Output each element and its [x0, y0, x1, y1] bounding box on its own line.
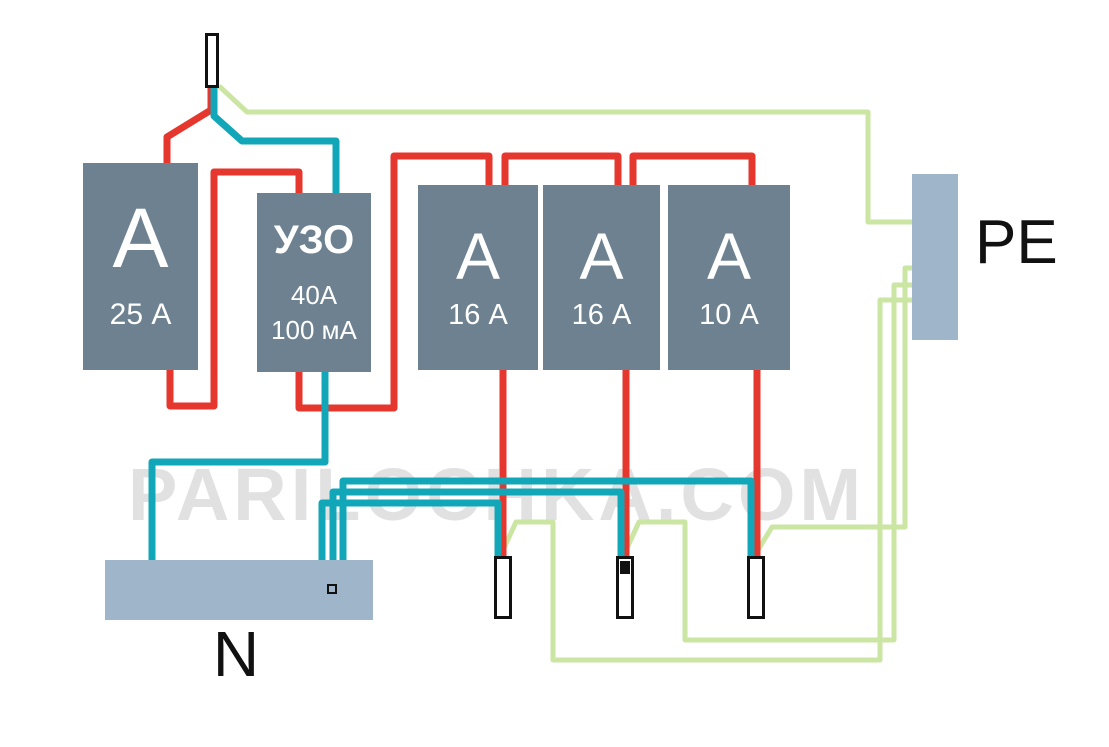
main-breaker-rating: 25 А	[109, 297, 172, 331]
rcd-title: УЗО	[273, 217, 355, 262]
pe-bus-label: PE	[975, 208, 1058, 277]
rcd-rating: 40А	[290, 279, 338, 310]
phase-jumper-breaker1-breaker2	[501, 152, 622, 187]
group-breaker-3-label: А	[706, 219, 752, 293]
load-terminal-3	[747, 556, 765, 619]
neutral-wire-supply-to-rcd	[210, 88, 340, 194]
pe-bus-bar	[912, 174, 958, 340]
neutral-wire-nbus-to-load1	[318, 499, 502, 560]
group-breaker-2: А 16 А	[543, 185, 660, 370]
neutral-wire-nbus-to-load2	[329, 488, 625, 560]
load-terminal-1	[494, 556, 512, 619]
phase-wire-rcd-to-breaker1	[295, 152, 493, 412]
neutral-wire-rcd-to-nbus	[148, 371, 329, 560]
neutral-bus-label: N	[212, 618, 260, 690]
earth-wire-load1-to-pe	[501, 297, 912, 663]
group-breaker-1: А 16 А	[418, 185, 538, 370]
group-breaker-3: А 10 А	[668, 185, 790, 370]
rcd-leakage-rating: 100 мА	[271, 314, 357, 345]
neutral-bus-screw	[327, 584, 337, 594]
group-breaker-2-label: А	[579, 219, 624, 293]
phase-wire-main-to-rcd	[166, 168, 303, 410]
main-breaker-label: А	[112, 190, 169, 285]
neutral-wire-nbus-to-load3	[339, 477, 755, 560]
earth-wire-load2-to-pe	[624, 282, 912, 643]
rcd-device: УЗО 40А 100 мА	[257, 193, 371, 372]
group-breaker-3-rating: 10 А	[699, 299, 759, 331]
earth-wire-supply-to-pe	[217, 84, 912, 225]
earth-wire-load3-to-pe	[755, 265, 912, 552]
group-breaker-1-label: А	[455, 219, 501, 293]
group-breaker-1-rating: 16 А	[448, 299, 508, 331]
main-breaker: А 25 А	[83, 163, 198, 370]
load-terminal-2-mark	[620, 561, 630, 574]
phase-wire-supply-to-main	[163, 88, 215, 165]
supply-terminal	[205, 33, 219, 88]
group-breaker-2-rating: 16 А	[571, 299, 632, 331]
phase-jumper-breaker2-breaker3	[629, 152, 756, 187]
